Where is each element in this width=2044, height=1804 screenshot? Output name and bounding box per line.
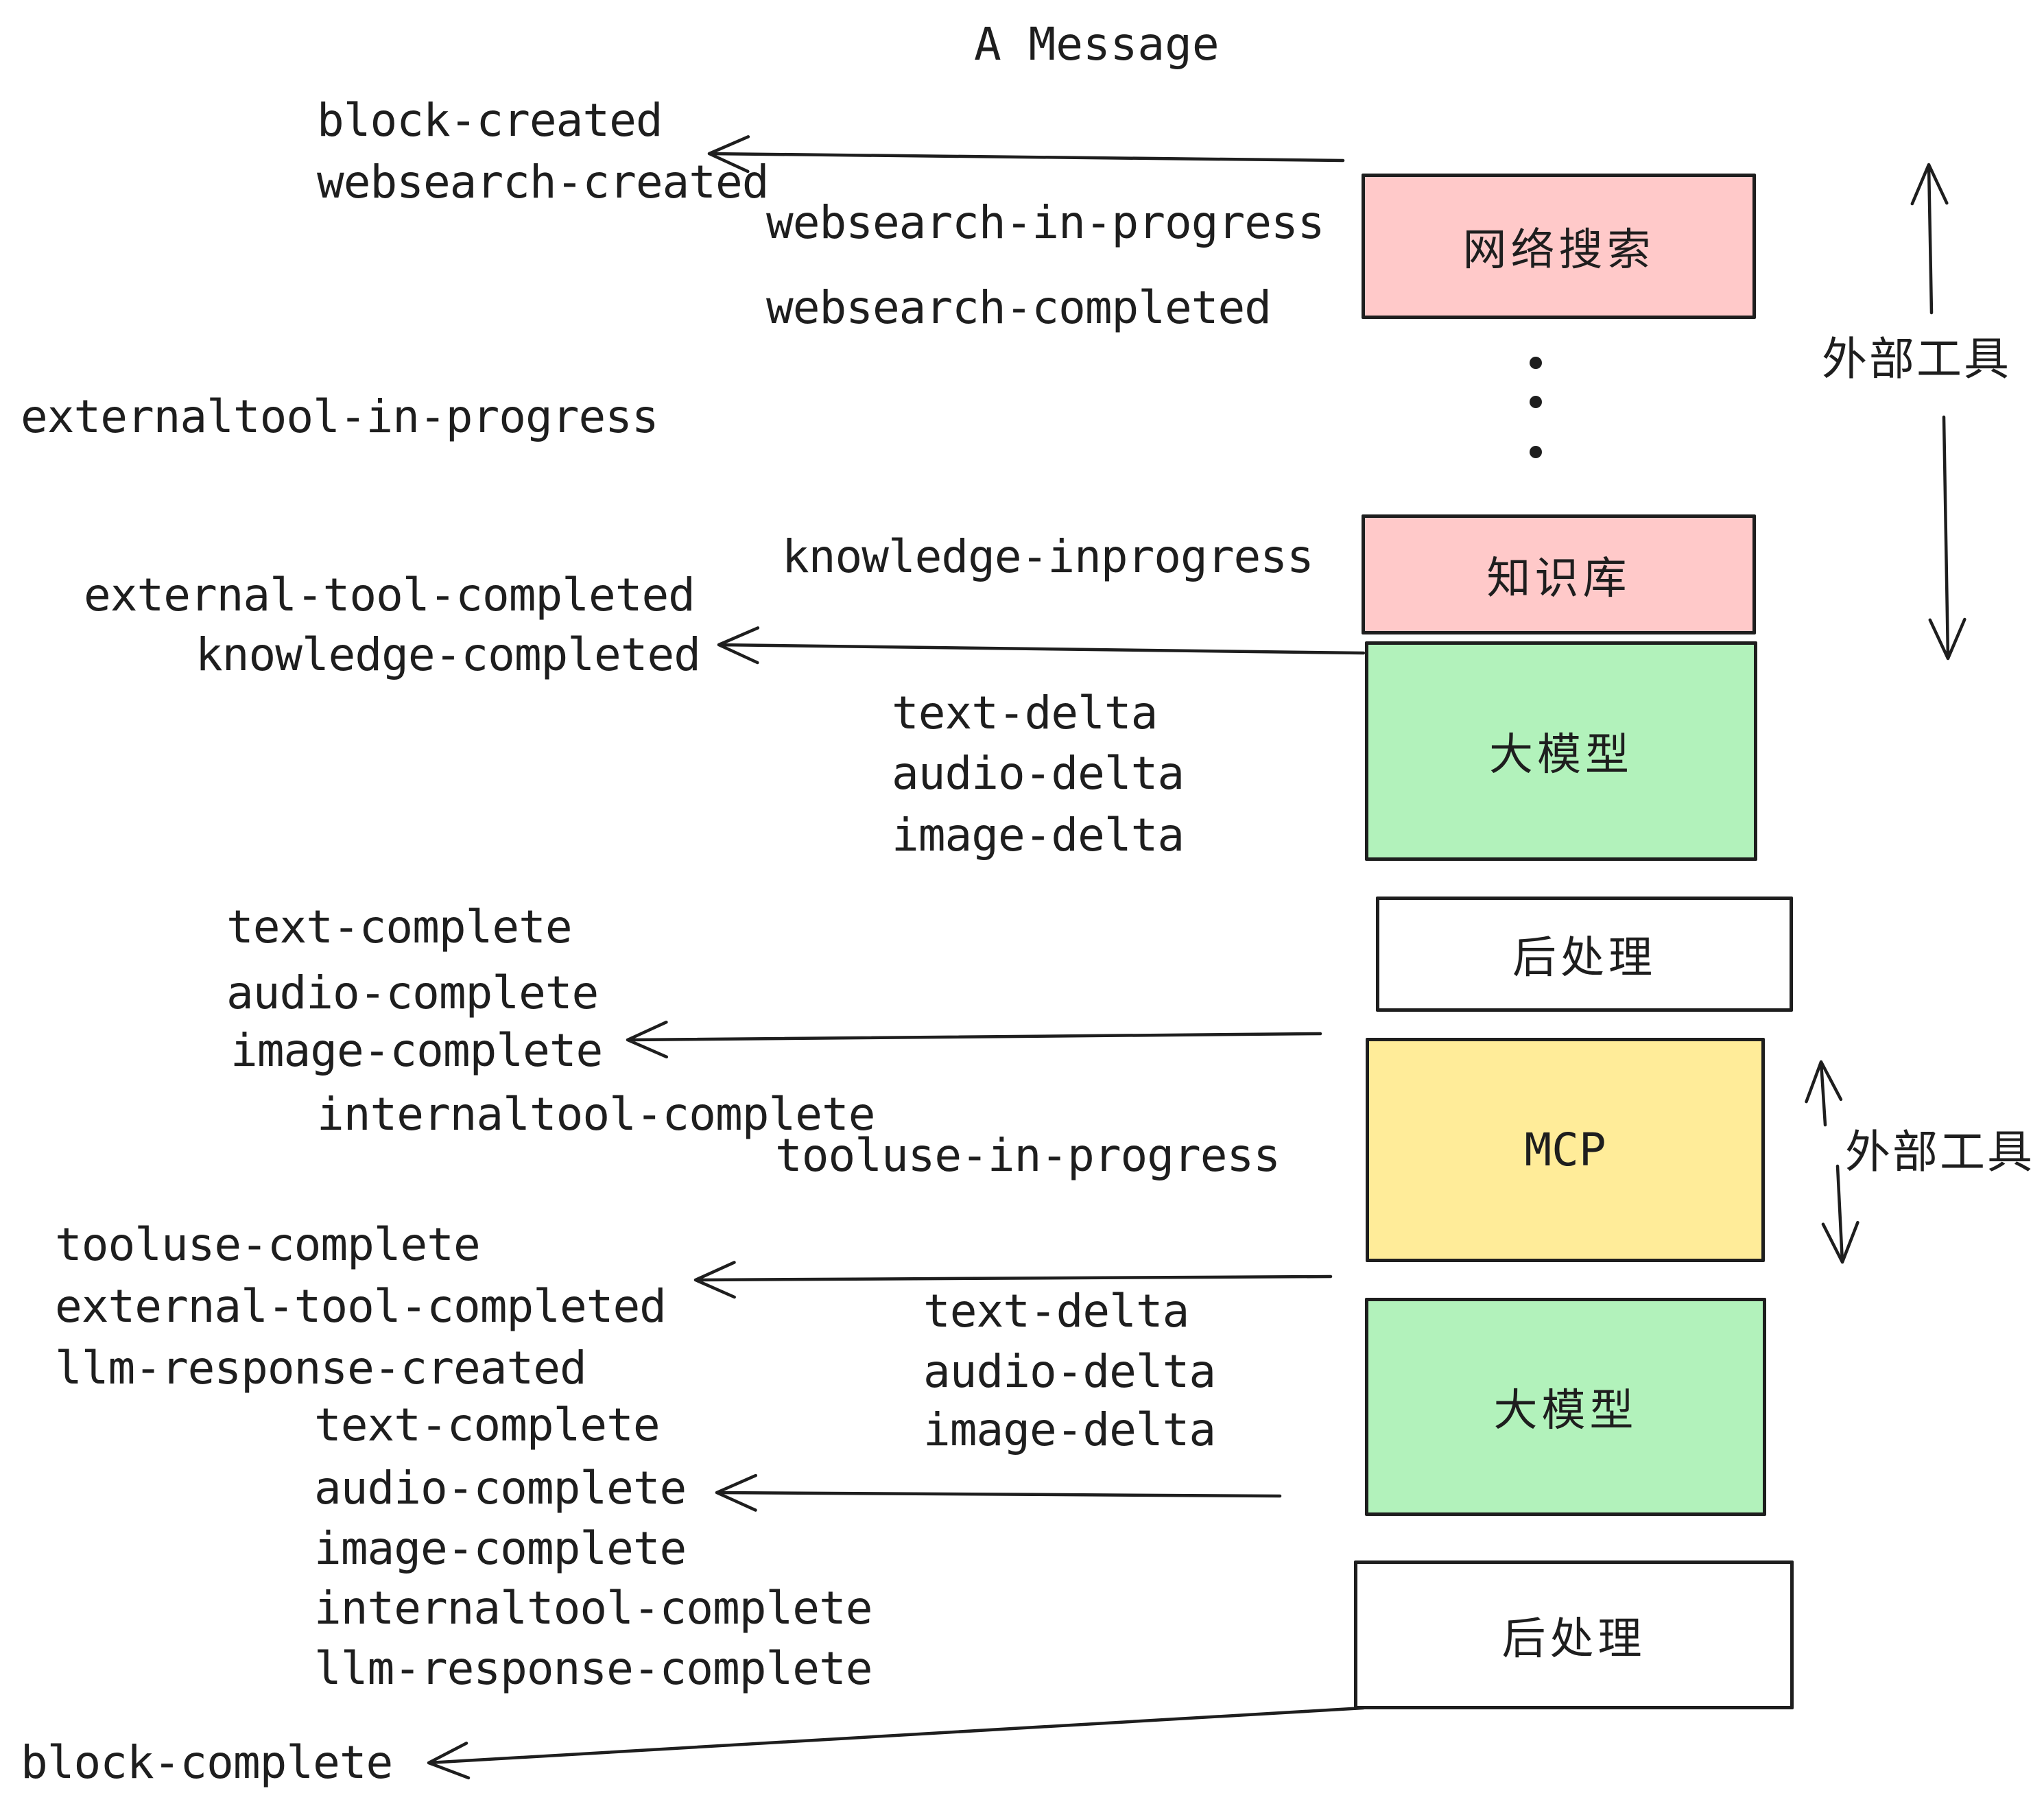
arrow-to-knowledge-completed bbox=[717, 626, 1366, 665]
ellipsis-dot-1 bbox=[1530, 357, 1542, 369]
box-label-llm-2: 大模型 bbox=[1493, 1386, 1638, 1436]
box-label-llm-1: 大模型 bbox=[1489, 730, 1633, 781]
event-label-external-tool-completed-1: external-tool-completed bbox=[84, 569, 696, 621]
event-label-image-complete-2: image-complete bbox=[314, 1522, 687, 1575]
event-label-llm-response-created: llm-response-created bbox=[55, 1342, 587, 1394]
event-label-block-complete: block-complete bbox=[21, 1736, 393, 1789]
box-llm-1: 大模型 bbox=[1365, 641, 1757, 861]
box-knowledge: 知识库 bbox=[1362, 514, 1756, 634]
event-label-knowledge-completed: knowledge-completed bbox=[195, 628, 701, 681]
event-label-externaltool-in-progress: externaltool-in-progress bbox=[21, 390, 659, 443]
ellipsis-dot-2 bbox=[1530, 396, 1542, 408]
arrow-to-audio-complete bbox=[715, 1473, 1282, 1512]
side-label-external-tools-2: 外部工具 bbox=[1845, 1126, 2034, 1178]
arrow-external-tools-1-up bbox=[1910, 163, 1949, 315]
box-label-websearch: 网络搜索 bbox=[1462, 225, 1655, 276]
box-postprocess-2: 后处理 bbox=[1354, 1560, 1794, 1709]
box-label-mcp: MCP bbox=[1524, 1124, 1606, 1176]
event-label-knowledge-inprogress: knowledge-inprogress bbox=[782, 530, 1314, 583]
event-label-text-complete-1: text-complete bbox=[226, 901, 573, 953]
arrow-to-tooluse-complete bbox=[693, 1261, 1333, 1299]
box-label-postprocess-1: 后处理 bbox=[1512, 933, 1656, 984]
box-postprocess-1: 后处理 bbox=[1376, 897, 1793, 1012]
arrow-external-tools-1-down bbox=[1928, 415, 1966, 661]
event-label-audio-delta-1: audio-delta bbox=[892, 747, 1185, 800]
event-label-audio-delta-2: audio-delta bbox=[923, 1345, 1216, 1398]
side-label-external-tools-1: 外部工具 bbox=[1822, 333, 2011, 385]
arrow-to-block-created bbox=[707, 135, 1345, 174]
diagram-title: A Message bbox=[974, 18, 1220, 71]
event-label-image-delta-1: image-delta bbox=[892, 809, 1185, 862]
event-label-block-created: block-created bbox=[317, 94, 663, 147]
ellipsis-dot-3 bbox=[1530, 446, 1542, 458]
event-label-internaltool-complete-1: internaltool-complete bbox=[317, 1088, 875, 1141]
box-websearch: 网络搜索 bbox=[1362, 174, 1756, 319]
event-label-external-tool-completed-2: external-tool-completed bbox=[55, 1280, 667, 1333]
event-label-text-complete-2: text-complete bbox=[314, 1399, 661, 1451]
event-label-tooluse-in-progress: tooluse-in-progress bbox=[775, 1129, 1281, 1182]
arrow-to-image-complete bbox=[626, 1020, 1322, 1059]
box-llm-2: 大模型 bbox=[1365, 1298, 1766, 1516]
event-label-image-complete-1: image-complete bbox=[230, 1024, 603, 1077]
arrow-to-block-complete bbox=[427, 1706, 1366, 1780]
event-label-audio-complete-1: audio-complete bbox=[226, 966, 599, 1019]
event-label-websearch-created: websearch-created bbox=[317, 156, 770, 209]
event-label-audio-complete-2: audio-complete bbox=[314, 1462, 687, 1515]
event-label-internaltool-complete-2: internaltool-complete bbox=[314, 1582, 872, 1635]
arrow-external-tools-2-down bbox=[1821, 1164, 1859, 1264]
event-label-websearch-completed: websearch-completed bbox=[766, 281, 1272, 334]
event-label-text-delta-1: text-delta bbox=[892, 687, 1158, 739]
event-label-text-delta-2: text-delta bbox=[923, 1285, 1189, 1338]
event-label-websearch-in-progress: websearch-in-progress bbox=[766, 196, 1324, 249]
event-label-tooluse-complete: tooluse-complete bbox=[55, 1218, 481, 1271]
event-label-image-delta-2: image-delta bbox=[923, 1403, 1216, 1456]
event-label-llm-response-complete: llm-response-complete bbox=[314, 1642, 872, 1695]
box-mcp: MCP bbox=[1366, 1038, 1765, 1262]
box-label-postprocess-2: 后处理 bbox=[1501, 1613, 1646, 1665]
arrow-external-tools-2-up bbox=[1805, 1060, 1843, 1127]
box-label-knowledge: 知识库 bbox=[1486, 553, 1631, 604]
